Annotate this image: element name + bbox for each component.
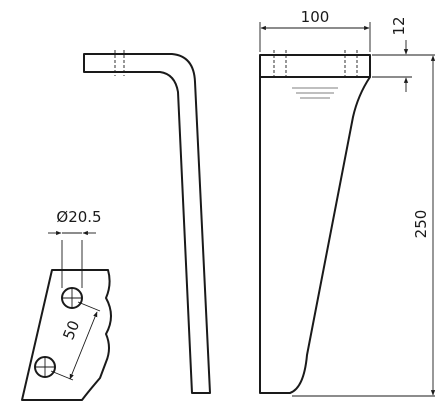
- front-view-top-flange: [259, 54, 371, 78]
- dimension-width-label: 100: [301, 8, 330, 26]
- dimension-hole-diameter-label: Ø20.5: [56, 208, 101, 226]
- dimension-width: 100: [259, 8, 371, 52]
- dimension-height-label: 250: [412, 210, 430, 239]
- side-view: [83, 50, 211, 394]
- detail-view: [21, 269, 112, 401]
- side-view-outline: [83, 53, 211, 394]
- dimension-hole-diameter: Ø20.5: [48, 208, 102, 288]
- dimension-height: 250: [292, 54, 435, 397]
- dimension-thickness-label: 12: [390, 16, 408, 35]
- dimension-thickness: 12: [372, 16, 412, 92]
- front-view: [259, 50, 371, 394]
- dimension-hole-spacing-label: 50: [59, 318, 83, 342]
- detail-outline: [21, 269, 112, 401]
- front-view-blade-outline: [259, 76, 371, 394]
- dimension-hole-spacing: 50: [50, 301, 101, 381]
